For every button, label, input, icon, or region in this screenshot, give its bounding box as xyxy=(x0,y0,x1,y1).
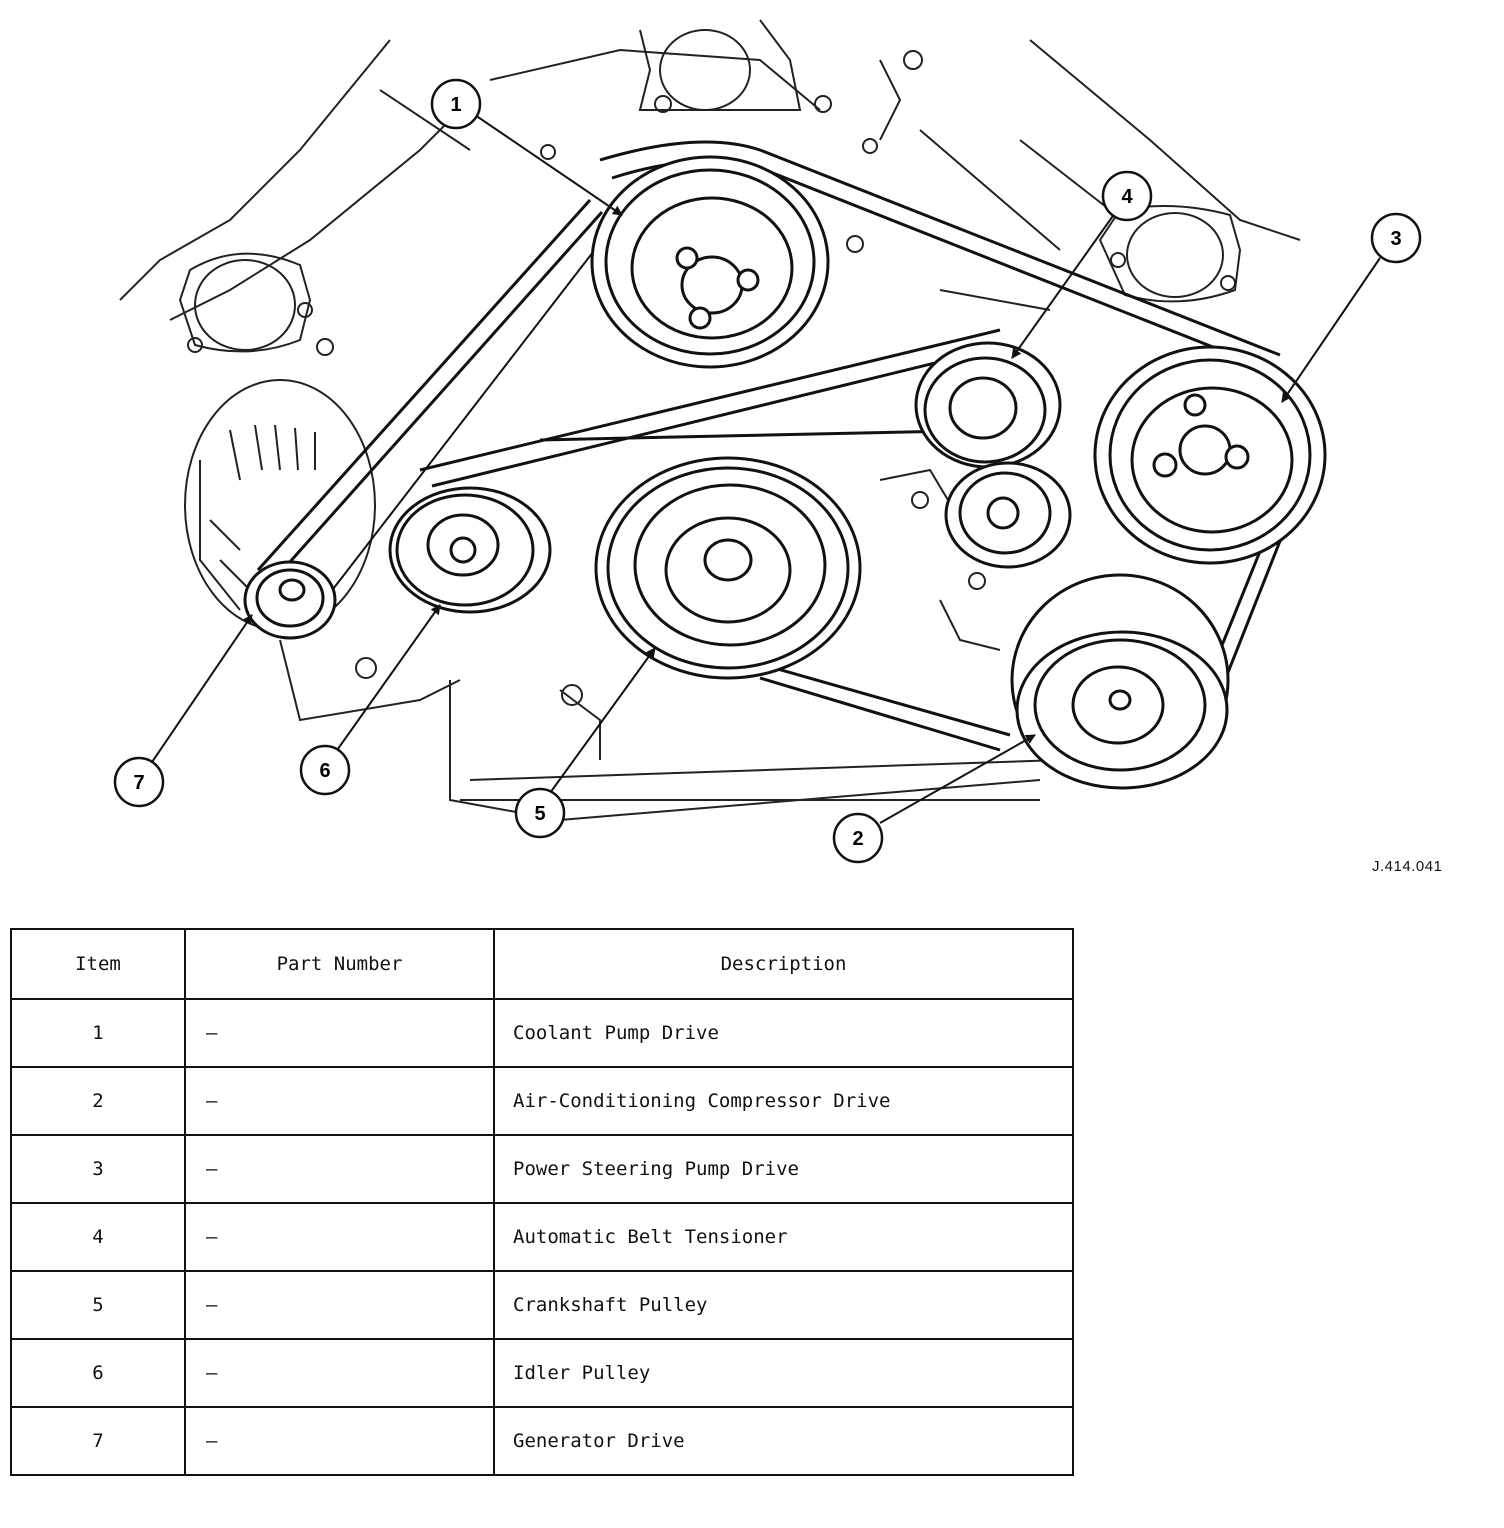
cell-item: 3 xyxy=(10,1134,186,1204)
cell-part-number: – xyxy=(184,1270,495,1340)
table-row: 3 – Power Steering Pump Drive xyxy=(10,1134,1074,1204)
cell-item: 7 xyxy=(10,1406,186,1476)
cell-description: Automatic Belt Tensioner xyxy=(493,1202,1074,1272)
table-header-row: Item Part Number Description xyxy=(10,928,1074,1000)
cell-description: Crankshaft Pulley xyxy=(493,1270,1074,1340)
table-row: 7 – Generator Drive xyxy=(10,1406,1074,1476)
cell-description: Air-Conditioning Compressor Drive xyxy=(493,1066,1074,1136)
table-row: 1 – Coolant Pump Drive xyxy=(10,998,1074,1068)
svg-text:5: 5 xyxy=(534,803,545,825)
header-item: Item xyxy=(10,928,186,1000)
cell-item: 4 xyxy=(10,1202,186,1272)
svg-text:6: 6 xyxy=(319,760,330,782)
svg-text:3: 3 xyxy=(1390,228,1401,250)
cell-part-number: – xyxy=(184,1066,495,1136)
cell-description: Generator Drive xyxy=(493,1406,1074,1476)
cell-part-number: – xyxy=(184,1202,495,1272)
header-description: Description xyxy=(493,928,1074,1000)
callout-1: 1 xyxy=(430,78,482,130)
callout-2: 2 xyxy=(832,812,884,864)
automatic-belt-tensioner xyxy=(914,341,1062,469)
callout-6: 6 xyxy=(299,744,351,796)
cell-item: 6 xyxy=(10,1338,186,1408)
figure-reference: J.414.041 xyxy=(1372,858,1443,875)
cell-description: Power Steering Pump Drive xyxy=(493,1134,1074,1204)
header-part-number: Part Number xyxy=(184,928,495,1000)
cell-item: 1 xyxy=(10,998,186,1068)
cell-description: Coolant Pump Drive xyxy=(493,998,1074,1068)
crankshaft-pulley xyxy=(594,456,862,680)
cell-part-number: – xyxy=(184,1338,495,1408)
table-row: 4 – Automatic Belt Tensioner xyxy=(10,1202,1074,1272)
leader-lines xyxy=(149,114,1381,824)
idler-pulley xyxy=(388,486,552,614)
cell-description: Idler Pulley xyxy=(493,1338,1074,1408)
callout-3: 3 xyxy=(1370,212,1422,264)
table-row: 2 – Air-Conditioning Compressor Drive xyxy=(10,1066,1074,1136)
coolant-pump-pulley xyxy=(590,155,830,369)
svg-text:2: 2 xyxy=(852,828,863,850)
tensioner-idler-pulley xyxy=(944,461,1072,569)
svg-text:1: 1 xyxy=(450,94,461,116)
svg-text:7: 7 xyxy=(133,772,144,794)
svg-text:4: 4 xyxy=(1121,186,1133,208)
cell-item: 2 xyxy=(10,1066,186,1136)
cell-part-number: – xyxy=(184,998,495,1068)
callout-5: 5 xyxy=(514,787,566,839)
table-row: 5 – Crankshaft Pulley xyxy=(10,1270,1074,1340)
power-steering-pump-pulley xyxy=(1093,345,1327,565)
cell-item: 5 xyxy=(10,1270,186,1340)
callout-4: 4 xyxy=(1101,170,1153,222)
table-row: 6 – Idler Pulley xyxy=(10,1338,1074,1408)
belt-drive-diagram: 1 2 3 4 5 6 7 xyxy=(113,19,1422,864)
cell-part-number: – xyxy=(184,1134,495,1204)
parts-table: Item Part Number Description 1 – Coolant… xyxy=(10,928,1074,1476)
ac-compressor-pulley xyxy=(1010,573,1230,790)
cell-part-number: – xyxy=(184,1406,495,1476)
callout-7: 7 xyxy=(113,756,165,808)
generator-pulley xyxy=(243,560,337,640)
